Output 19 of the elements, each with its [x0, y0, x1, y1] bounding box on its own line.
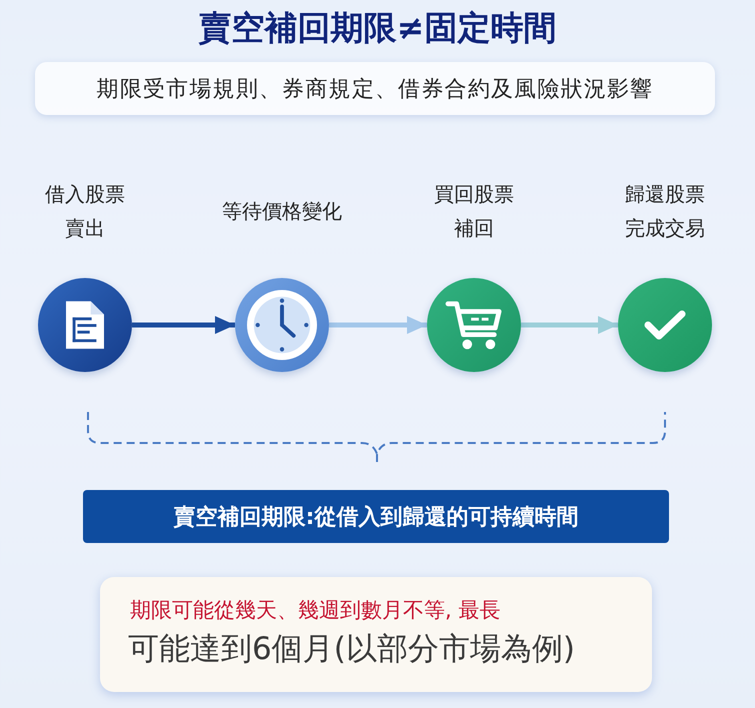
arrow	[132, 316, 235, 334]
step-circle	[618, 278, 712, 372]
step-label: 買回股票補回	[433, 181, 515, 242]
arrow	[521, 316, 618, 334]
note-text: 期限受市場規則、券商規定、借券合約及風險狀況影響	[96, 76, 654, 104]
highlight-text: 期限可能從幾天、幾週到數月不等, 最長	[130, 597, 500, 624]
step-circle	[38, 278, 132, 372]
note-text: 可能達到6個月(以部分市場為例)	[128, 630, 575, 669]
step-label: 等待價格變化	[221, 198, 343, 225]
title: 賣空補回期限≠固定時間	[198, 7, 558, 49]
step-label: 借入股票賣出	[44, 181, 126, 242]
step-circle	[427, 278, 521, 372]
definition-banner	[83, 490, 669, 543]
arrow	[329, 316, 427, 334]
info-panel	[35, 62, 715, 115]
note-card	[100, 577, 652, 692]
step-label: 歸還股票完成交易	[624, 181, 706, 242]
step-circle	[235, 278, 329, 372]
banner-text: 賣空補回期限:從借入到歸還的可持續時間	[174, 504, 578, 532]
